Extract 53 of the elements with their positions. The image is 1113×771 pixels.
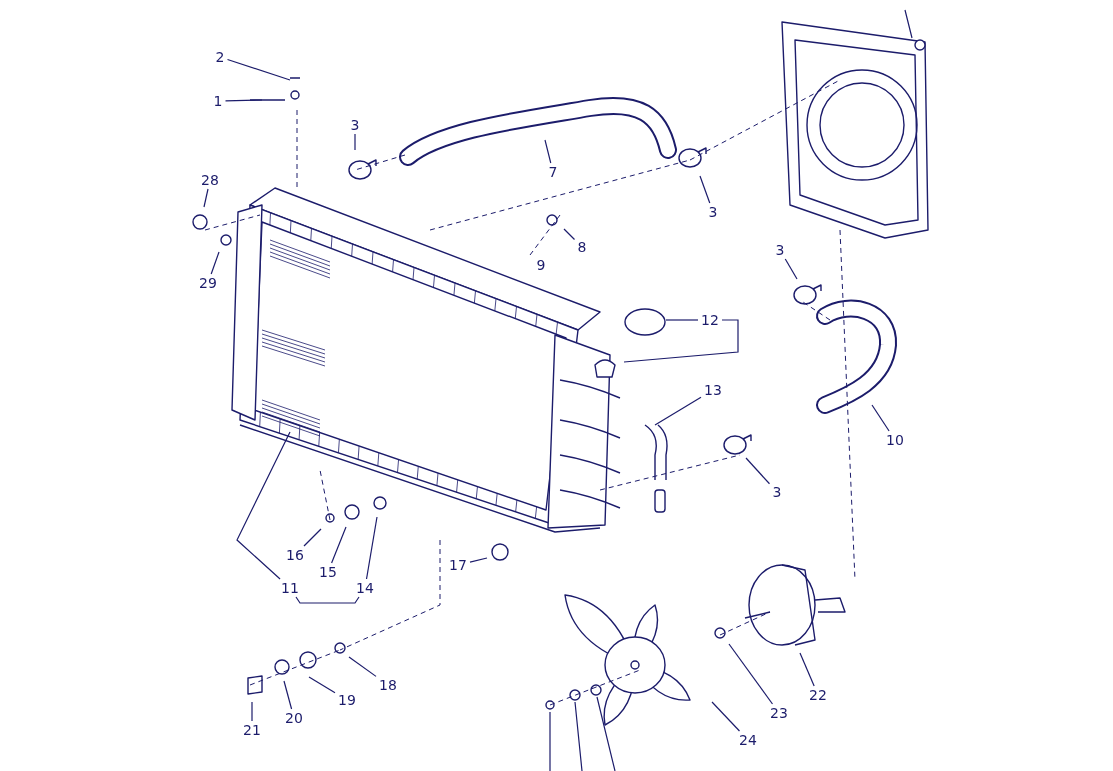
leader-line: [699, 175, 711, 204]
leader-line: [348, 656, 377, 677]
callout-number: 18: [378, 677, 398, 693]
leader-line: [303, 528, 322, 547]
callout-number: 22: [808, 687, 828, 703]
leader-line: [251, 701, 253, 722]
callout-number: 16: [285, 547, 305, 563]
leader-line: [544, 139, 552, 164]
callout-number: 23: [769, 705, 789, 721]
callout-number: 15: [318, 564, 338, 580]
callout-number: 3: [774, 242, 786, 258]
callout-number: 20: [284, 710, 304, 726]
callout-number: 12: [700, 312, 720, 328]
leader-line: [799, 652, 815, 687]
leader-line: [354, 133, 356, 151]
callout-number: 24: [738, 732, 758, 748]
leader-line: [308, 676, 336, 694]
callout-number: 11: [280, 580, 300, 596]
callout-number: 3: [771, 484, 783, 500]
leader-line: [283, 680, 293, 710]
leader-line: [469, 557, 488, 563]
callout-number: 3: [349, 117, 361, 133]
leader-line: [711, 701, 741, 732]
leader-line: [623, 319, 739, 363]
leader-line: [236, 431, 291, 580]
callout-number: 14: [355, 580, 375, 596]
leader-line: [745, 457, 771, 485]
callout-number: 21: [242, 722, 262, 738]
leader-line: [203, 188, 209, 208]
leader-line: [365, 516, 378, 580]
leader-line: [563, 228, 576, 241]
leader-line: [728, 643, 774, 705]
leader-line: [224, 99, 263, 102]
leader-line: [654, 396, 702, 426]
callout-number: 10: [885, 432, 905, 448]
callout-number: 1: [212, 93, 224, 109]
callout-number: 7: [547, 164, 559, 180]
leader-line: [871, 404, 890, 432]
leader-line: [784, 258, 798, 280]
callout-number: 17: [448, 557, 468, 573]
callout-number: 8: [576, 239, 588, 255]
callout-number: 28: [200, 172, 220, 188]
callout-number: 9: [535, 257, 547, 273]
callout-number: 13: [703, 382, 723, 398]
callout-number: 19: [337, 692, 357, 708]
leader-line: [226, 58, 291, 81]
leader-line: [210, 251, 220, 275]
callout-number: 2: [214, 49, 226, 65]
leader-line: [331, 526, 347, 564]
leader-line: [295, 596, 360, 604]
callout-number: 3: [707, 204, 719, 220]
callout-number: 29: [198, 275, 218, 291]
leader-line: [665, 319, 699, 321]
